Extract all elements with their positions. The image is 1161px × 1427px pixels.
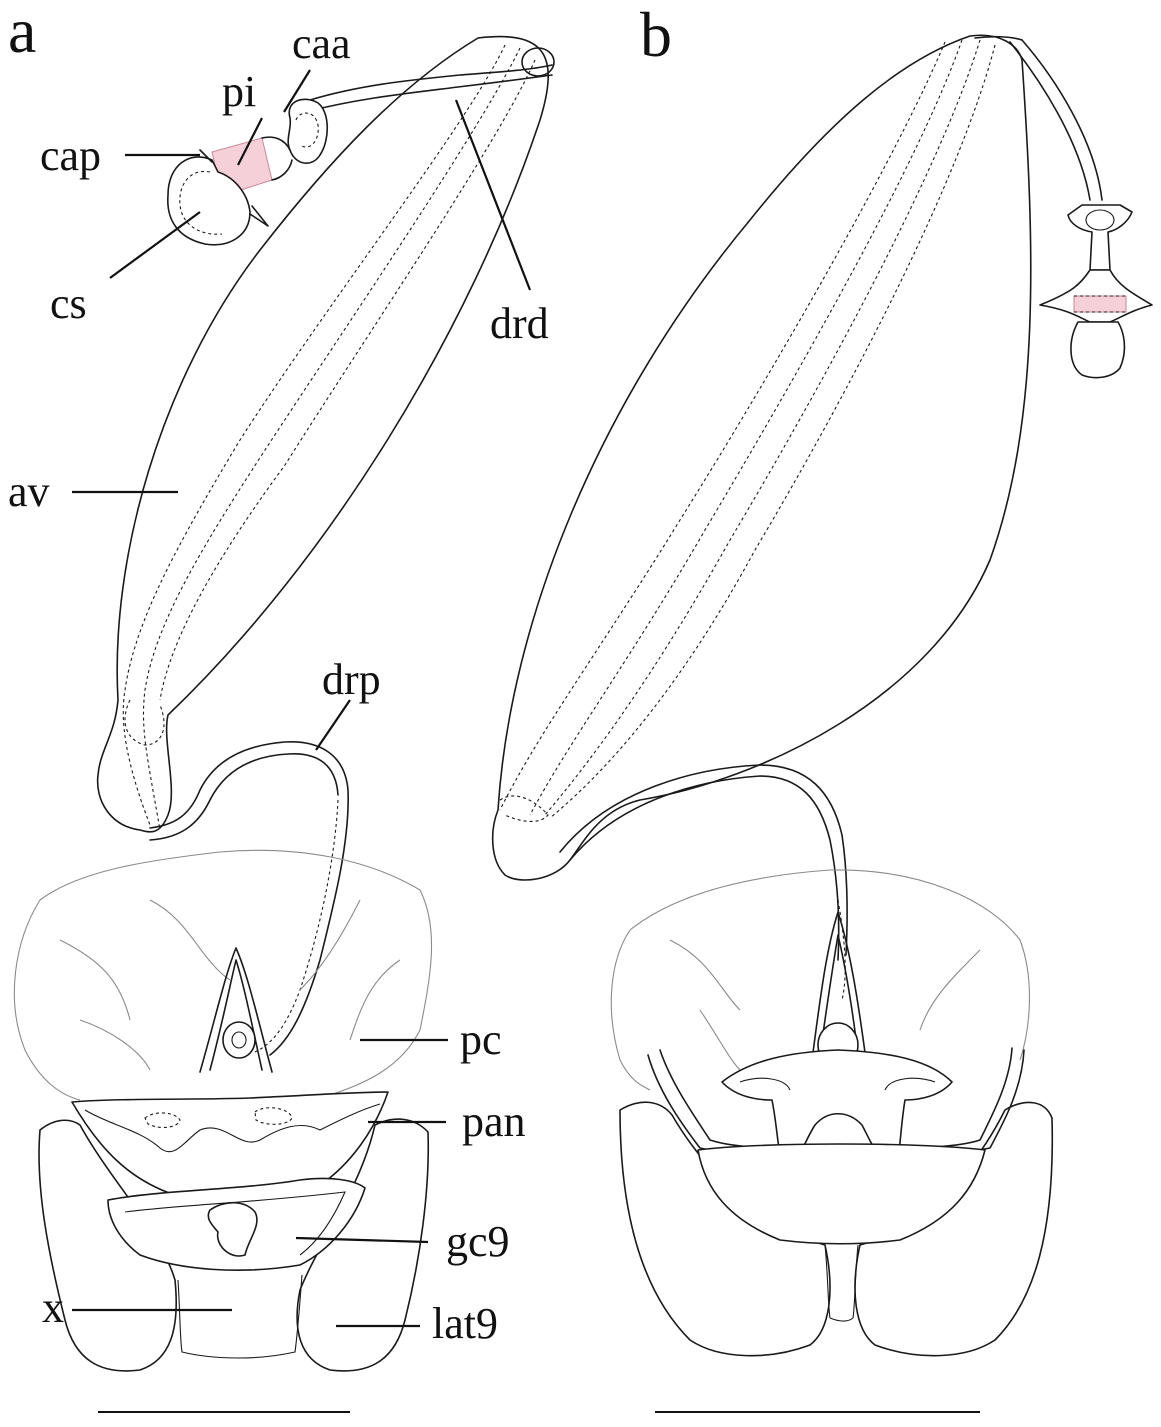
- ductus-dotted-b2: [530, 40, 962, 815]
- panel-letter-a: a: [8, 0, 36, 66]
- panel-b: b: [493, 0, 1152, 1412]
- corpus-sac-b: [1071, 322, 1125, 378]
- label-cs: cs: [50, 279, 87, 328]
- leader-drd: [456, 100, 530, 290]
- label-av: av: [8, 467, 50, 516]
- label-caa: caa: [292, 19, 351, 68]
- capsule-accessory-a: [288, 99, 327, 163]
- label-cap: cap: [40, 131, 101, 180]
- ductus-distal-a-inner: [305, 75, 552, 112]
- ductus-dotted-b5: [500, 796, 548, 821]
- ductus-dotted-b4: [550, 45, 995, 818]
- label-drp: drp: [322, 655, 381, 704]
- panel-a: a: [8, 0, 554, 1412]
- label-x: x: [42, 1283, 64, 1332]
- pi-highlight-b: [1074, 296, 1126, 312]
- drp-dotted-a: [255, 800, 338, 1052]
- ductus-dotted-b1: [500, 42, 945, 810]
- ostium-ring-a: [223, 1022, 255, 1058]
- label-gc9: gc9: [446, 1217, 510, 1266]
- label-lat9: lat9: [432, 1299, 498, 1348]
- label-pan: pan: [462, 1097, 526, 1146]
- ductus-loop-a: [522, 48, 554, 76]
- pi-neck-a2: [272, 160, 292, 180]
- aedeagal-vesica-b: [493, 35, 1031, 880]
- label-drd: drd: [490, 299, 549, 348]
- panel-letter-b: b: [640, 0, 672, 70]
- ductus-proximal-a-inner: [150, 754, 338, 840]
- leader-cs: [110, 212, 200, 278]
- label-pc: pc: [460, 1015, 502, 1064]
- ductus-proximal-b-inner: [560, 765, 847, 955]
- leader-drp: [316, 700, 350, 750]
- x-plate-a: [178, 1275, 302, 1358]
- gc9-plate-b: [698, 1144, 985, 1244]
- corpus-upper-b: [1068, 205, 1132, 270]
- ductus-dotted-b3: [545, 40, 980, 815]
- pi-neck-a: [262, 137, 290, 150]
- ductus-proximal-b: [570, 776, 839, 960]
- label-pi: pi: [222, 67, 256, 116]
